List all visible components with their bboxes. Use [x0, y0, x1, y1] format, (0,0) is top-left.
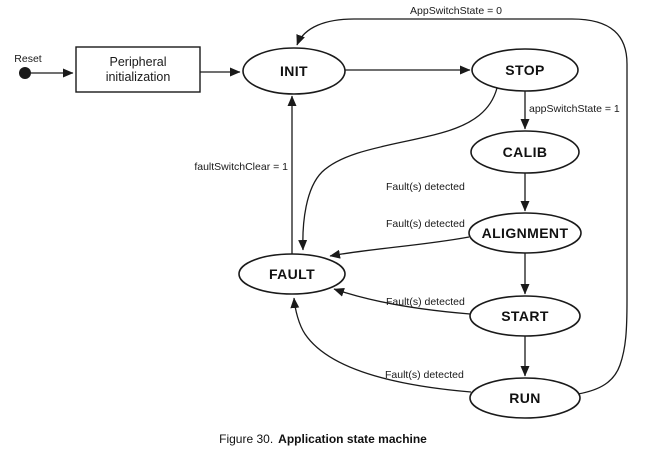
state-start-ellipse: [469, 295, 581, 337]
state-stop-ellipse: [471, 48, 579, 92]
state-alignment-ellipse: [468, 212, 582, 254]
label-app-switch-on: appSwitchState = 1: [529, 103, 620, 115]
state-run-ellipse: [469, 377, 581, 419]
label-app-switch-off: AppSwitchState = 0: [410, 5, 502, 17]
state-calib-ellipse: [470, 130, 580, 174]
transition-alignment-to-fault: [329, 236, 470, 259]
state-stop-label: STOP: [505, 62, 544, 78]
state-fault-label: FAULT: [269, 266, 315, 282]
label-fault-detected-4: Fault(s) detected: [385, 369, 464, 381]
reset-entry-dot: [19, 67, 31, 79]
peripheral-init-line2: initialization: [106, 70, 171, 84]
reset-label: Reset: [14, 53, 42, 65]
figure-caption: Figure 30. Application state machine: [219, 432, 427, 446]
label-fault-detected-3: Fault(s) detected: [386, 296, 465, 308]
transition-stop-to-fault: [298, 87, 498, 251]
state-alignment-label: ALIGNMENT: [482, 225, 569, 241]
figure-caption-prefix: Figure 30.: [219, 432, 273, 446]
state-calib-label: CALIB: [503, 144, 548, 160]
peripheral-init-box: [75, 46, 201, 93]
transition-run-to-fault: [290, 297, 472, 393]
state-fault-ellipse: [238, 253, 346, 295]
state-run-label: RUN: [509, 390, 541, 406]
label-fault-clear: faultSwitchClear = 1: [194, 161, 288, 173]
label-fault-detected-1: Fault(s) detected: [386, 181, 465, 193]
peripheral-init-line1: Peripheral: [110, 55, 167, 69]
transition-run-to-init-arc: [296, 18, 628, 395]
state-init-label: INIT: [280, 63, 308, 79]
label-fault-detected-2: Fault(s) detected: [386, 218, 465, 230]
state-init-ellipse: [242, 47, 346, 95]
figure-caption-title: Application state machine: [278, 432, 427, 446]
transition-start-to-fault: [333, 287, 471, 315]
state-start-label: START: [501, 308, 549, 324]
